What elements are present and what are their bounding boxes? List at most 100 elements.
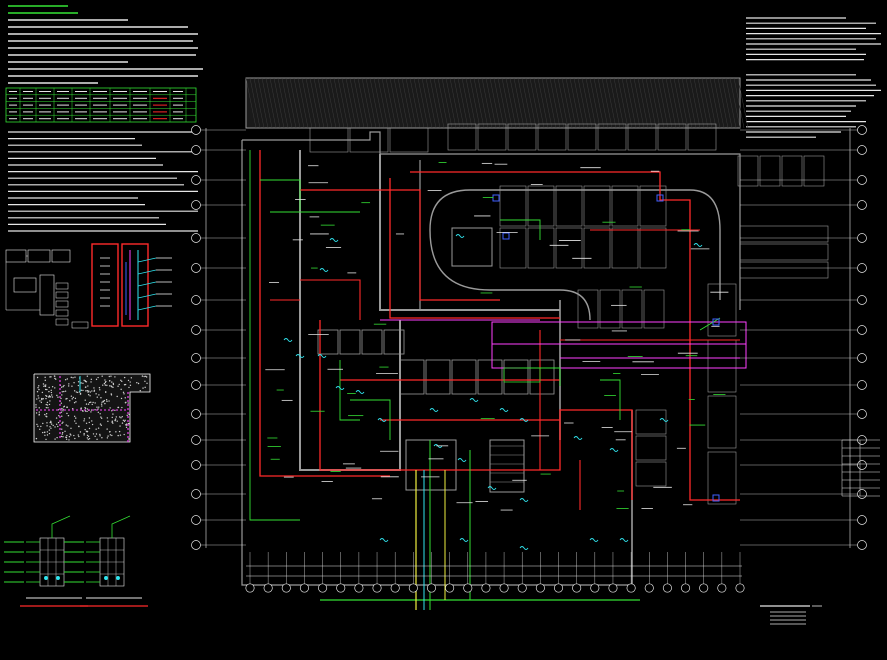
hatch-dot (88, 427, 91, 430)
hatch-dot (60, 397, 62, 400)
grid-bubble-right (857, 145, 867, 155)
grid-bubble-left (191, 460, 201, 470)
parking-bay (639, 227, 667, 269)
equipment-box (71, 321, 89, 329)
hatch-line (549, 77, 561, 129)
parking-bay (739, 261, 829, 279)
hatch-dot (45, 403, 47, 406)
hatch-line (717, 77, 729, 129)
hatch-dot (66, 406, 68, 408)
riser-diagrams (4, 515, 148, 607)
hatch-dot (69, 400, 71, 402)
hatch-line (429, 77, 441, 129)
device-cyan (355, 390, 365, 394)
hatch-dot (60, 435, 63, 438)
hatch-dot (46, 404, 49, 406)
hatch-dot (61, 422, 63, 425)
hatch-dot (112, 413, 114, 415)
grid-bubble-right (857, 233, 867, 243)
room (383, 329, 405, 355)
riser-device (44, 576, 48, 580)
grid-bubble-left (191, 233, 201, 243)
device-cyan (519, 418, 529, 422)
hatch-line (257, 77, 269, 129)
hatch-line (553, 77, 565, 129)
grid-bubble-bottom (499, 583, 509, 593)
hatch-dot (95, 433, 98, 435)
hatch-dot (42, 422, 44, 425)
hatch-dot (105, 391, 107, 393)
hatch-line (705, 77, 717, 129)
hatch-dot (88, 437, 91, 440)
grid-bubble-left (191, 200, 201, 210)
parking-bay (507, 123, 537, 151)
hatch-dot (65, 436, 68, 439)
hatch-line (645, 77, 657, 129)
hatch-dot (102, 384, 104, 386)
hatch-dot (61, 428, 63, 430)
hatch-dot (71, 398, 73, 400)
hatch-dot (109, 380, 111, 382)
hatch-dot (57, 396, 59, 398)
hatch-line (333, 77, 345, 129)
design-notes-right (746, 17, 881, 138)
hatch-dot (74, 397, 77, 400)
hatch-dot (127, 402, 129, 404)
grid-bubble-bottom (608, 583, 618, 593)
hatch-dot (143, 375, 145, 378)
hatch-dot (43, 431, 46, 434)
hatch-dot (61, 394, 63, 396)
hatch-dot (73, 415, 76, 418)
hatch-dot (123, 376, 126, 379)
hatch-dot (67, 385, 70, 387)
hatch-dot (83, 434, 85, 436)
hatch-dot (54, 377, 56, 380)
hatch-line (489, 77, 501, 129)
hatch-line (613, 77, 625, 129)
hatch-line (425, 77, 437, 129)
parking-bay (707, 283, 737, 337)
hatch-dot (115, 431, 117, 433)
hatch-dot (62, 421, 64, 423)
hatch-dot (116, 420, 118, 422)
device-cyan (589, 538, 599, 542)
hatch-line (541, 77, 553, 129)
parking-bay (477, 123, 507, 151)
hatch-dot (64, 430, 66, 432)
hatch-dot (41, 397, 43, 400)
hatch-line (409, 77, 421, 129)
hatch-dot (56, 436, 58, 439)
hatch-line (657, 77, 669, 129)
grid-bubble-left (191, 295, 201, 305)
hatch-line (561, 77, 573, 129)
hatch-dot (36, 391, 39, 393)
hatch-dot (97, 427, 100, 429)
hatch-dot (39, 400, 41, 402)
hatch-dot (94, 435, 96, 438)
parking-bay (739, 225, 829, 243)
hatch-dot (65, 438, 68, 440)
hatch-dot (111, 416, 113, 419)
parking-bay (639, 185, 667, 227)
hatch-dot (45, 406, 48, 409)
hatch-dot (80, 382, 82, 384)
parking-bay (527, 185, 555, 227)
hatch-dot (36, 423, 38, 426)
hatch-dot (96, 406, 98, 408)
hatch-dot (95, 378, 98, 381)
hatch-dot (50, 389, 52, 392)
hatch-dot (55, 417, 58, 419)
hatch-dot (57, 421, 60, 424)
hatch-dot (44, 434, 46, 436)
hatch-line (413, 77, 425, 129)
hatch-dot (99, 435, 101, 437)
hatch-dot (65, 424, 67, 426)
device-cyan (455, 234, 465, 238)
hatch-line (521, 77, 533, 129)
hatch-dot (89, 391, 91, 393)
hatch-line (577, 77, 589, 129)
hatch-dot (96, 438, 98, 441)
hatch-dot (74, 437, 76, 440)
parking-bay (627, 123, 657, 151)
hatch-dot (118, 430, 121, 433)
